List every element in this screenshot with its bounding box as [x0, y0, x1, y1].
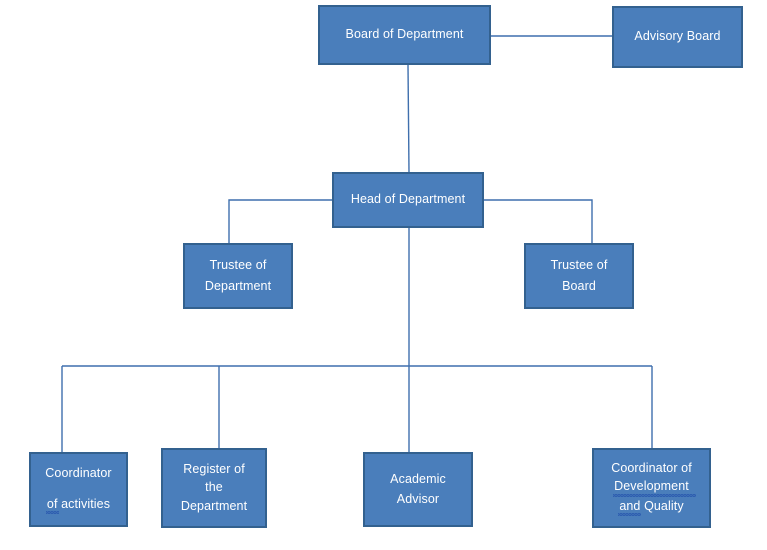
spellcheck-underline-of: of	[45, 496, 59, 514]
node-board-of-department[interactable]: Board of Department	[318, 5, 491, 65]
node-advisory-board[interactable]: Advisory Board	[612, 6, 743, 68]
connector-head-to-trustee-board	[484, 199, 593, 243]
node-head-of-department[interactable]: Head of Department	[332, 172, 484, 228]
node-label-trustee-of-board-line1: Trustee of	[550, 258, 608, 273]
node-label-board-of-department: Board of Department	[345, 27, 464, 42]
node-label-register-of-the-department-line3: Department	[180, 498, 248, 513]
node-label-coordinator-of-activities-line1: Coordinator	[45, 466, 112, 481]
node-trustee-of-board[interactable]: Trustee of Board	[524, 243, 634, 309]
node-coordinator-of-development-and-quality[interactable]: Coordinator of Development and Quality	[592, 448, 711, 528]
node-label-advisory-board: Advisory Board	[634, 29, 721, 44]
node-label-head-of-department: Head of Department	[350, 192, 466, 207]
node-label-academic-advisor-line1: Academic	[390, 471, 446, 486]
node-label-trustee-of-department-line2: Department	[204, 278, 272, 293]
spellcheck-underline-development: Development	[613, 479, 696, 497]
node-label-coordinator-of-activities-line2: of activities	[45, 496, 111, 514]
node-coordinator-of-activities[interactable]: Coordinator of activities	[29, 452, 128, 527]
node-register-of-the-department[interactable]: Register of the Department	[161, 448, 267, 528]
node-label-coordinator-dev-quality-word-quality: Quality	[644, 498, 684, 513]
spellcheck-underline-and: and	[618, 498, 642, 516]
node-label-coordinator-dev-quality-line3: and Quality	[618, 498, 684, 516]
node-label-coordinator-dev-quality-line2: Development	[613, 479, 696, 497]
node-label-trustee-of-board-line2: Board	[562, 278, 596, 293]
connector-board-to-head	[407, 64, 410, 173]
connector-head-to-trustee-department	[228, 199, 332, 243]
node-label-coordinator-dev-quality-line1: Coordinator of	[611, 461, 692, 476]
node-academic-advisor[interactable]: Academic Advisor	[363, 452, 473, 527]
node-label-trustee-of-department-line1: Trustee of	[209, 258, 267, 273]
node-label-register-of-the-department-line1: Register of	[183, 462, 245, 477]
node-label-academic-advisor-line2: Advisor	[396, 492, 440, 506]
node-label-coordinator-of-activities-word-activities: activities	[61, 496, 111, 511]
node-trustee-of-department[interactable]: Trustee of Department	[183, 243, 293, 309]
node-label-register-of-the-department-line2: the	[205, 480, 223, 495]
